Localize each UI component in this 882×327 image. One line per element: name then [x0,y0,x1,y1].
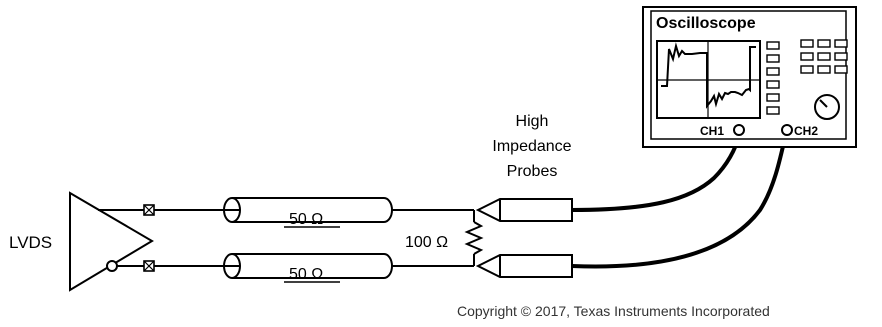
ch1-label: CH1 [700,124,724,138]
driver-label: LVDS [9,233,52,252]
coax-cable-bottom [223,253,474,279]
scope-keypad[interactable] [800,39,848,74]
coax-cable-top [223,197,474,223]
oscilloscope-title: Oscilloscope [656,15,756,32]
cable-top-impedance: 50 Ω [289,211,323,228]
inverting-output-bubble [106,260,118,272]
copyright-notice: Copyright © 2017, Texas Instruments Inco… [457,303,770,319]
probe-label-line1: High [516,113,549,130]
scope-knob-icon[interactable] [814,94,840,120]
probe-label-line3: Probes [507,163,558,180]
oscilloscope [642,6,857,148]
negative-signal-path [117,260,224,272]
lvds-driver [69,191,154,292]
probe-label-line2: Impedance [492,138,571,155]
probe-cable-ch2 [571,132,788,269]
probe-top [475,198,573,222]
termination-label: 100 Ω [405,234,448,251]
scope-side-buttons[interactable] [766,41,780,115]
termination-resistor [464,210,484,266]
probe-bottom [475,254,573,278]
cable-bottom-impedance: 50 Ω [289,266,323,283]
ch2-input-jack[interactable] [781,124,793,136]
ch2-label: CH2 [794,124,818,138]
probe-cable-ch1 [571,132,742,212]
ch1-input-jack[interactable] [733,124,745,136]
scope-waveform [661,42,756,109]
positive-signal-path [98,204,224,216]
